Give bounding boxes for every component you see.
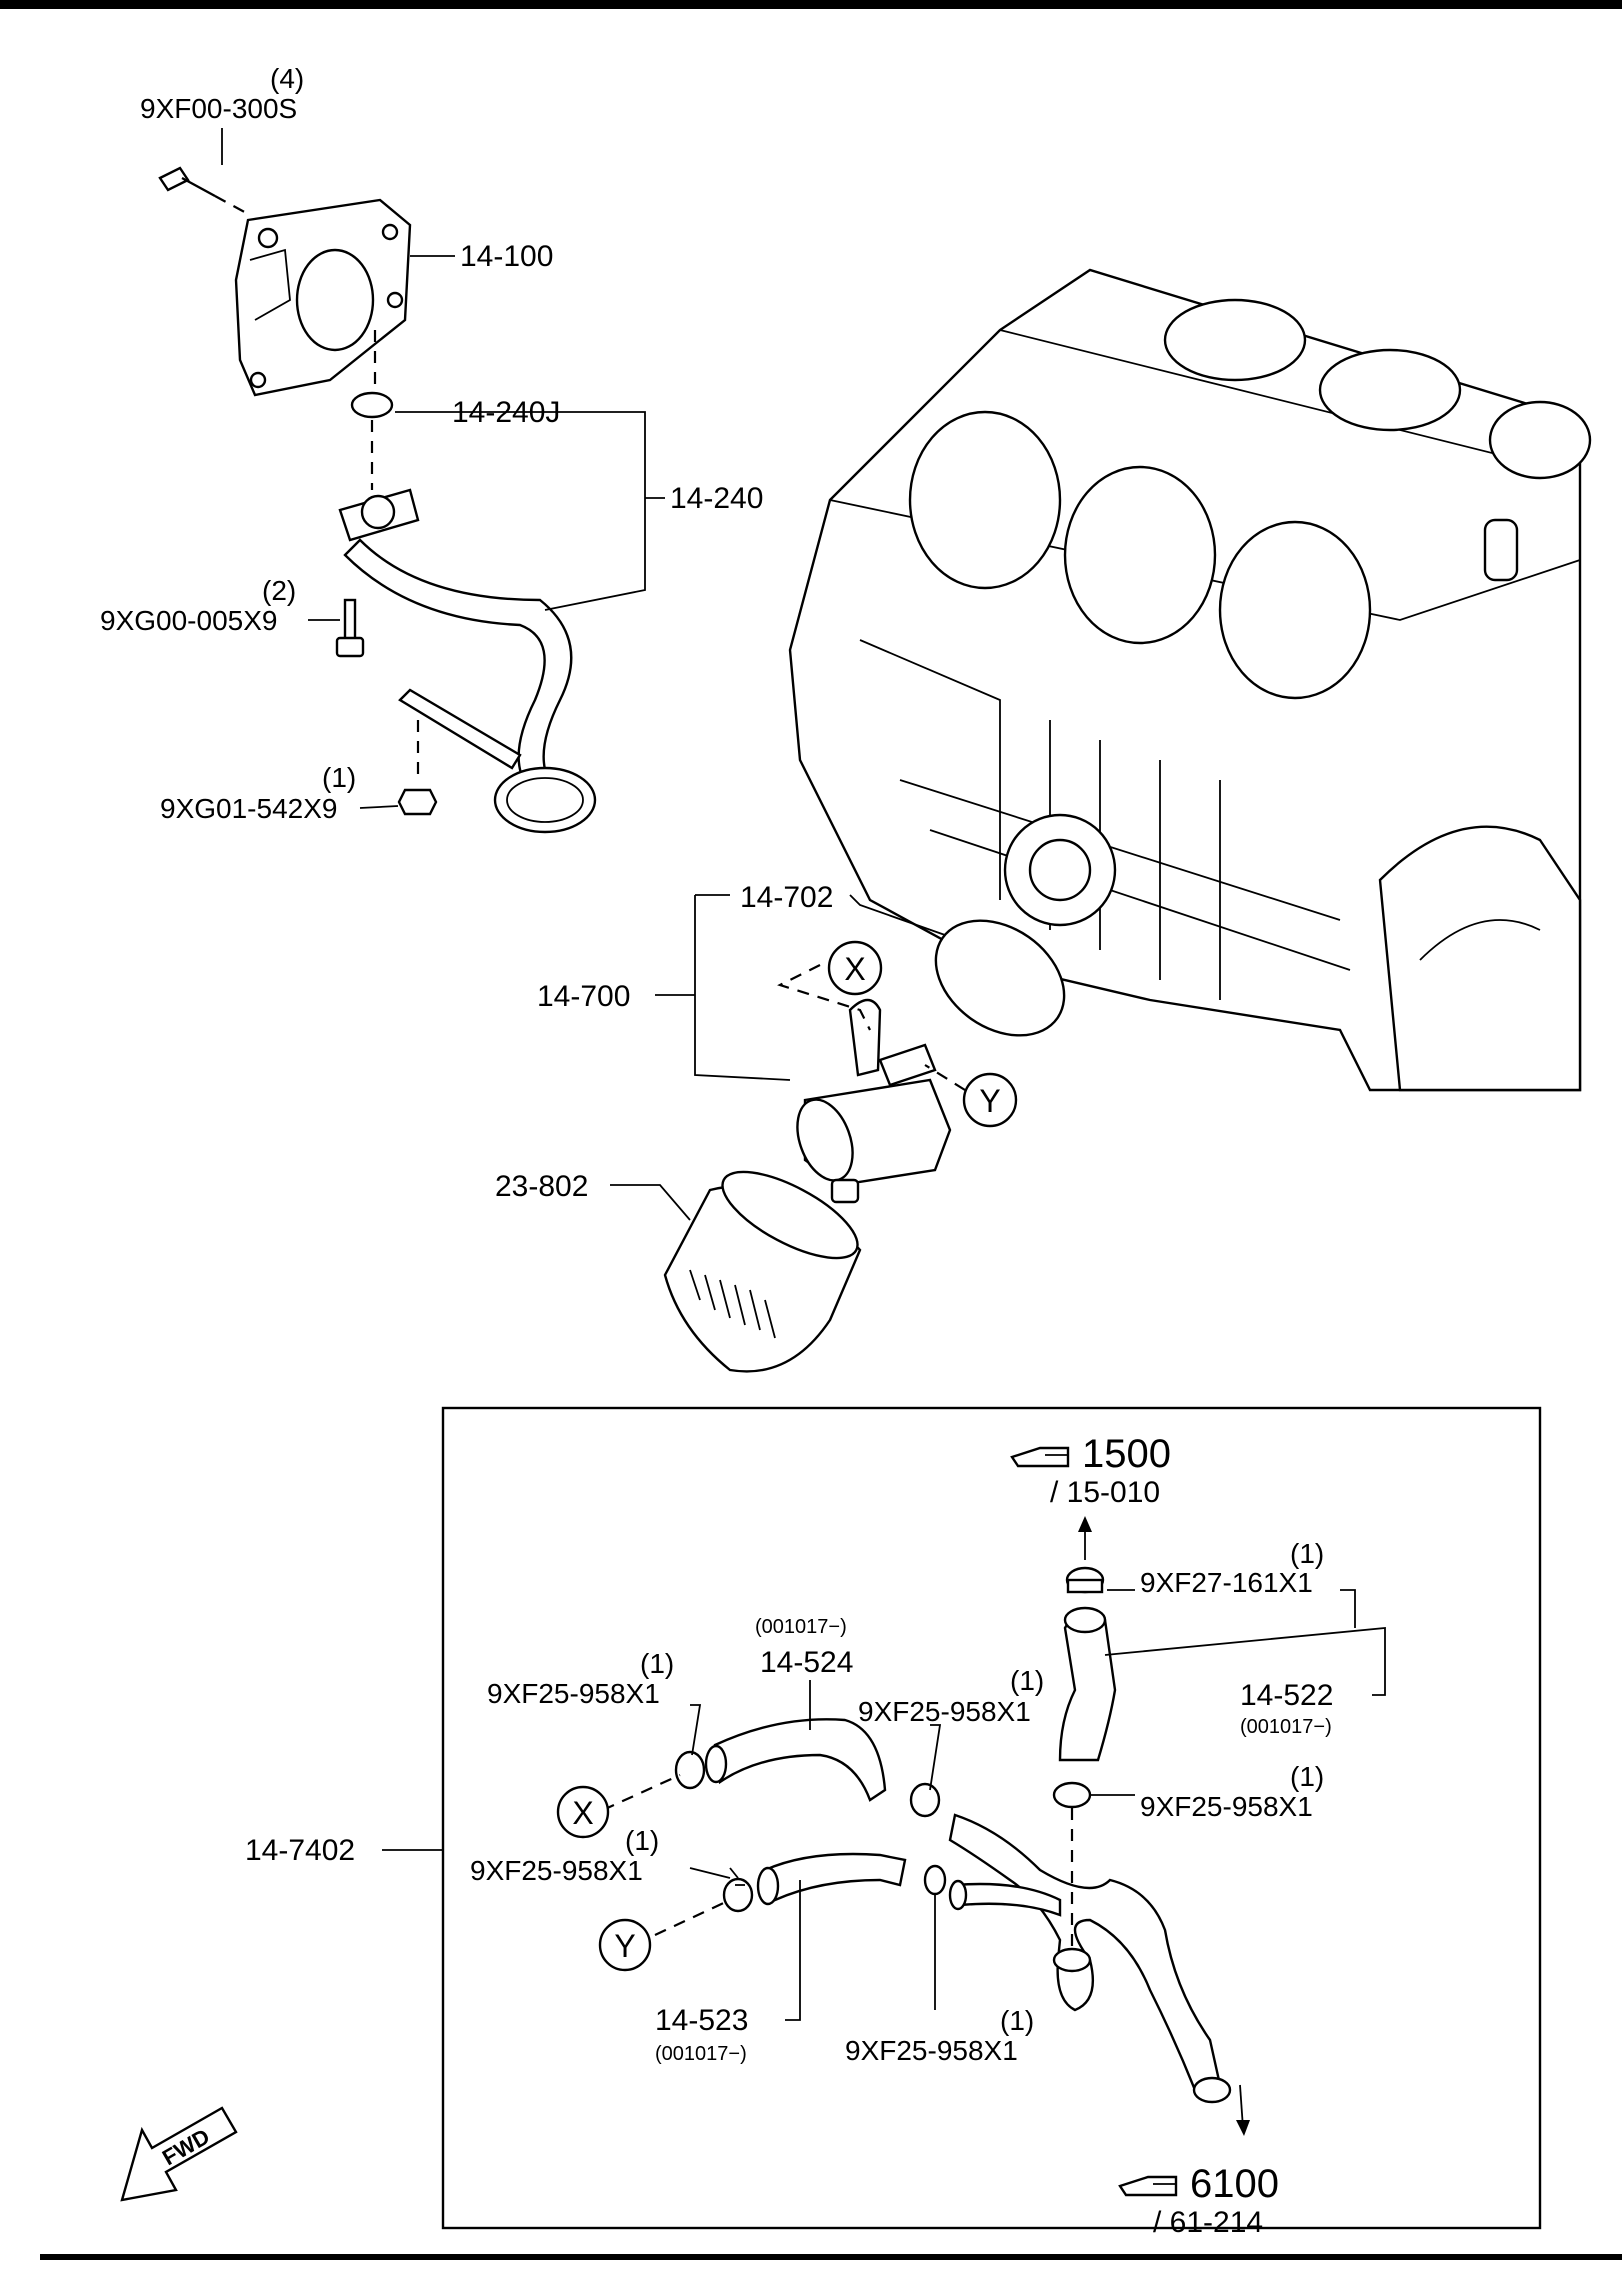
hose-drawings bbox=[674, 1566, 1232, 2104]
assembly-label: 14-7402 bbox=[245, 1834, 355, 1867]
bolt-300s-qty: (4) bbox=[270, 63, 304, 94]
fwd-arrow-icon: FWD bbox=[120, 2106, 238, 2202]
pickup-label: 14-240 bbox=[670, 482, 763, 515]
inset-marker-x-circle bbox=[556, 1785, 610, 1839]
bolt-300s-label: 9XF00-300S bbox=[140, 93, 297, 124]
pointing-hand-icon-top bbox=[1010, 1446, 1070, 1468]
filter-label: 23-802 bbox=[495, 1170, 588, 1203]
marker-y-circle bbox=[962, 1072, 1018, 1128]
pointing-hand-icon-bottom bbox=[1118, 2175, 1178, 2197]
clamp-b-qty: (1) bbox=[1010, 1665, 1044, 1696]
clamp-d-label: 9XF25-958X1 bbox=[470, 1855, 643, 1886]
bolt-005x9-qty: (2) bbox=[262, 575, 296, 606]
clamp-e-qty: (1) bbox=[1000, 2005, 1034, 2036]
marker-x-circle bbox=[827, 940, 883, 996]
leader-lines-inset bbox=[382, 1589, 1386, 2021]
hose-523-date: (001017−) bbox=[655, 2043, 747, 2065]
ref-top-sub: / 15-010 bbox=[1050, 1476, 1160, 1509]
bolt-2-drawing bbox=[335, 598, 365, 658]
marker-dashes-inset bbox=[602, 1773, 1074, 1950]
cooler-label: 14-700 bbox=[537, 980, 630, 1013]
ref-bottom-number: 6100 bbox=[1190, 2162, 1279, 2206]
oil-filter-drawing bbox=[663, 1170, 862, 1373]
clamp-161-qty: (1) bbox=[1290, 1538, 1324, 1569]
hose-522-date: (001017−) bbox=[1240, 1716, 1332, 1738]
inset-marker-x-letter: X bbox=[572, 1795, 593, 1831]
clamp-d-qty: (1) bbox=[625, 1825, 659, 1856]
top-rule bbox=[0, 0, 1622, 9]
o-ring-drawing bbox=[350, 391, 394, 419]
cover-label: 14-100 bbox=[460, 240, 553, 273]
ref-bottom-sub: / 61-214 bbox=[1153, 2206, 1263, 2239]
oil-cooler-drawing bbox=[796, 998, 952, 1204]
bolt-005x9-label: 9XG00-005X9 bbox=[100, 605, 277, 636]
marker-x-letter: X bbox=[844, 951, 865, 987]
bottom-rule bbox=[40, 2254, 1622, 2260]
hose-522-label: 14-522 bbox=[1240, 1679, 1333, 1712]
clamp-a-label: 9XF25-958X1 bbox=[487, 1678, 660, 1709]
hose-524-label: 14-524 bbox=[760, 1646, 853, 1679]
ref-bottom-arrowhead bbox=[1236, 2120, 1250, 2136]
clamp-c-qty: (1) bbox=[1290, 1761, 1324, 1792]
nut-qty: (1) bbox=[322, 762, 356, 793]
oil-pickup-drawing bbox=[338, 488, 597, 834]
engine-block-drawing bbox=[788, 268, 1592, 1092]
inset-marker-y-letter: Y bbox=[614, 1928, 635, 1964]
ref-top-arrowhead bbox=[1078, 1516, 1092, 1532]
gasket-drawing bbox=[934, 919, 1066, 1037]
inset-marker-y-circle bbox=[598, 1918, 652, 1972]
clamp-a-qty: (1) bbox=[640, 1648, 674, 1679]
bolt-drawing bbox=[158, 166, 251, 216]
nut-drawing bbox=[397, 788, 438, 816]
clamp-c-label: 9XF25-958X1 bbox=[1140, 1791, 1313, 1822]
clamp-161-label: 9XF27-161X1 bbox=[1140, 1567, 1313, 1598]
marker-dashes-left bbox=[777, 964, 966, 1091]
hose-524-date: (001017−) bbox=[755, 1616, 847, 1638]
gasket-label: 14-702 bbox=[740, 881, 833, 914]
nut-label: 9XG01-542X9 bbox=[160, 793, 337, 824]
ref-top-number: 1500 bbox=[1082, 1432, 1171, 1476]
marker-y-letter: Y bbox=[979, 1083, 1000, 1119]
oil-pump-cover-drawing bbox=[234, 198, 412, 397]
hose-523-label: 14-523 bbox=[655, 2004, 748, 2037]
clamp-e-label: 9XF25-958X1 bbox=[845, 2035, 1018, 2066]
inset-frame bbox=[441, 1406, 1542, 2230]
oring-label: 14-240J bbox=[452, 396, 560, 429]
leader-lines-left bbox=[221, 128, 946, 1221]
clamp-b-label: 9XF25-958X1 bbox=[858, 1696, 1031, 1727]
